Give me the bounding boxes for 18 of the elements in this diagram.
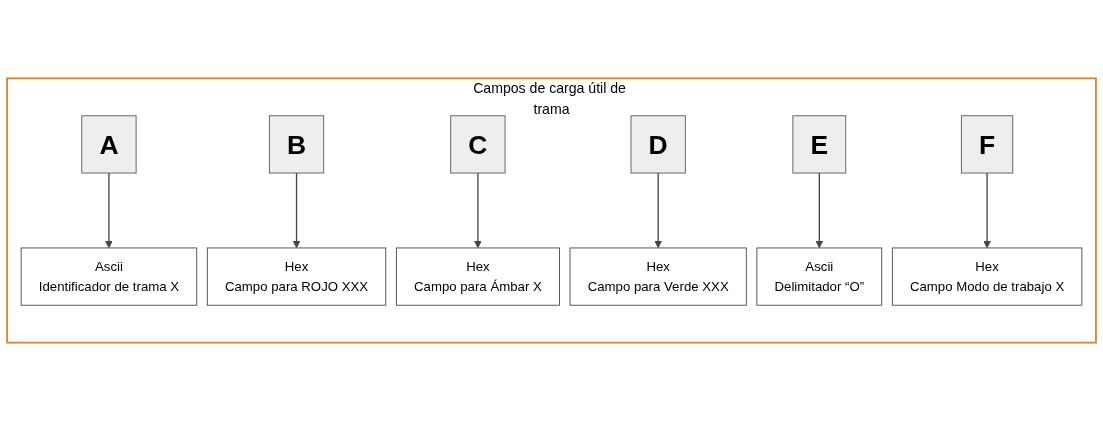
node-box: D (630, 115, 686, 174)
node-box: Hex Campo Modo de trabajo X (891, 247, 1083, 306)
arrow (292, 172, 301, 249)
node-box: A (81, 115, 137, 174)
node-box: Hex Campo para Verde XXX (569, 247, 747, 306)
arrow (474, 172, 482, 249)
node-box: C (450, 115, 506, 174)
arrow (983, 172, 991, 249)
node-box: Ascii Identificador de trama X (20, 247, 198, 306)
arrow (654, 172, 663, 249)
node-box: F (960, 115, 1014, 174)
node-box: Hex Campo para Ámbar X (395, 247, 560, 306)
node-box: E (792, 115, 847, 174)
node-box: Hex Campo para ROJO XXX (206, 247, 387, 306)
arrow (815, 172, 824, 249)
node-box: B (268, 115, 325, 174)
node-box: Ascii Delimitador “O” (756, 247, 883, 306)
arrow (105, 172, 113, 249)
